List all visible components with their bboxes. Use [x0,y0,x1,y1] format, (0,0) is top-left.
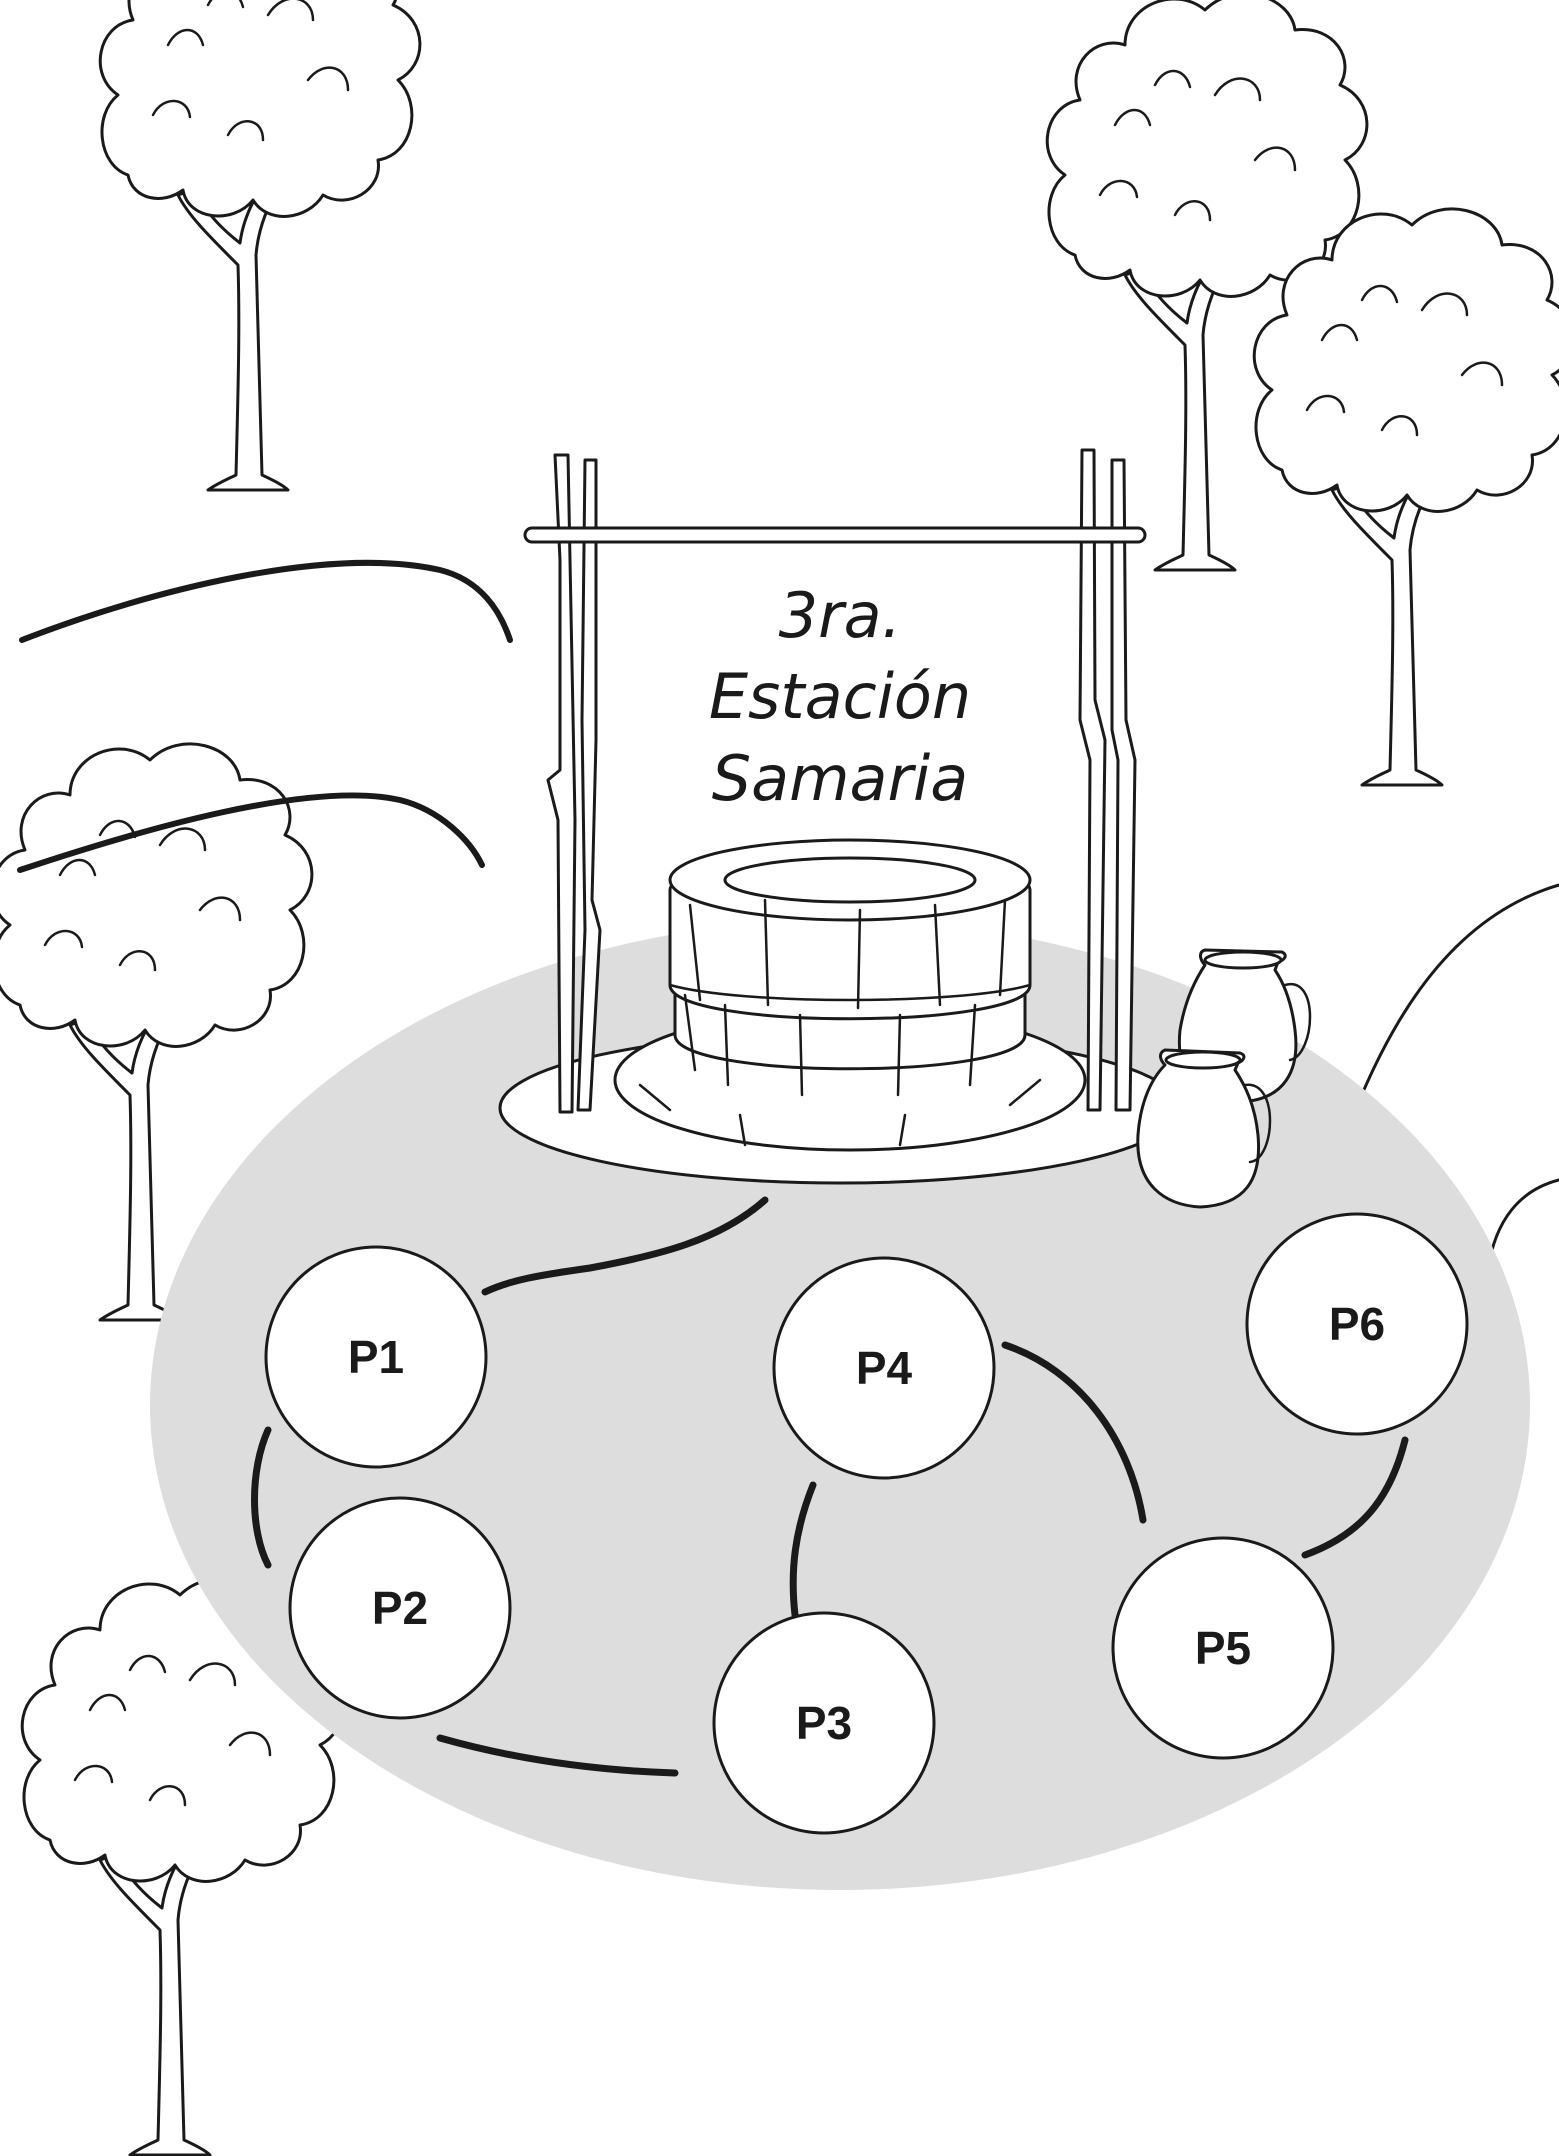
node-label-p2: P2 [372,1582,428,1634]
station-node-p1[interactable]: P1 [264,1245,488,1469]
hill-right-lower [1486,1178,1559,1272]
path-p2-to-p3 [436,1734,679,1777]
station-title-line2: Estación [709,660,971,733]
hill-line-lower [17,792,485,873]
hill-line-upper [19,559,513,643]
path-p3-to-p4 [789,1481,817,1619]
station-node-p4[interactable]: P4 [772,1256,996,1480]
path-well-to-p1 [481,1196,769,1296]
path-p4-to-p5 [1001,1341,1147,1524]
station-node-p2[interactable]: P2 [288,1496,512,1720]
station-title-line3: Samaria [712,742,968,815]
station-title-line1: 3ra. [779,579,902,652]
station-node-p5[interactable]: P5 [1111,1536,1335,1760]
well-frame [523,448,1147,1114]
node-label-p1: P1 [348,1331,404,1383]
path-p5-to-p6 [1301,1436,1409,1559]
path-p1-to-p2 [251,1426,272,1569]
station-node-p6[interactable]: P6 [1245,1212,1469,1436]
node-label-p3: P3 [796,1697,852,1749]
node-label-p5: P5 [1195,1622,1251,1674]
node-label-p6: P6 [1329,1298,1385,1350]
tree-top-left [98,0,422,492]
jar-icon-front [1136,1048,1272,1209]
well-icon [613,838,1087,1152]
tree-top-right-front [1252,207,1559,787]
node-label-p4: P4 [856,1342,913,1394]
station-node-p3[interactable]: P3 [712,1611,936,1835]
